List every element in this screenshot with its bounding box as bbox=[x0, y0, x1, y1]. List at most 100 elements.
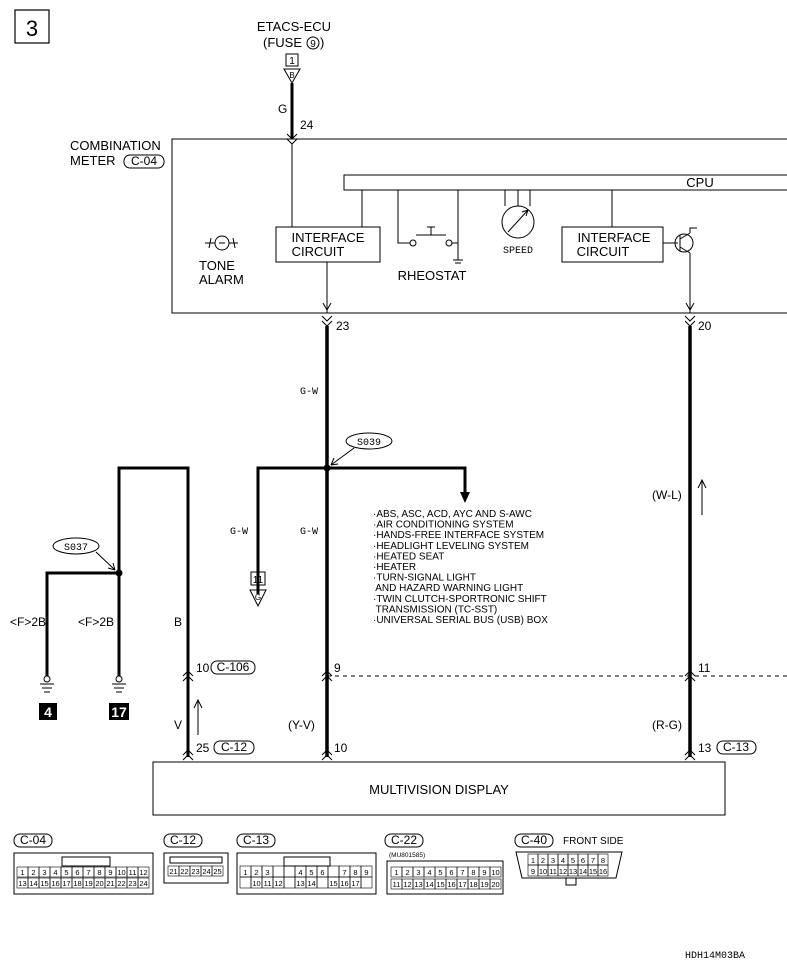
c13-latch bbox=[283, 856, 331, 867]
ground-point-17: 17 bbox=[111, 704, 127, 720]
ground-symbol-4 bbox=[40, 675, 54, 693]
interface-circuit-2-line1: INTERFACE bbox=[578, 230, 651, 245]
c22-bot-pin: 13 bbox=[414, 880, 422, 889]
connector-11-box bbox=[250, 571, 266, 586]
conn-c12: C-12 bbox=[221, 740, 247, 754]
systems-list-item: ·TWIN CLUTCH-SPORTRONIC SHIFT bbox=[373, 594, 547, 605]
meter-connector: C-04 bbox=[131, 154, 157, 168]
tone-alarm-label-2: ALARM bbox=[199, 272, 244, 287]
c13-top-pin: 8 bbox=[353, 868, 357, 877]
figure-code: HDH14M03BA bbox=[685, 951, 745, 962]
splice-s037-leader bbox=[95, 551, 116, 571]
rheostat-switch-icon bbox=[397, 190, 463, 264]
c04-bot-pin: 21 bbox=[106, 879, 114, 888]
rheostat-label: RHEOSTAT bbox=[398, 268, 467, 283]
c13-top-pin: 4 bbox=[298, 868, 302, 877]
systems-list-item: ·HEADLIGHT LEVELING SYSTEM bbox=[373, 541, 529, 552]
c04-top-pin: 7 bbox=[86, 868, 90, 877]
ground-symbol-17 bbox=[112, 675, 126, 693]
c40-bot-pin: 13 bbox=[569, 867, 577, 876]
systems-list-item: ·HEATED SEAT bbox=[373, 551, 444, 562]
c04-top-pin: 10 bbox=[117, 868, 125, 877]
interface-circuit-1-line2: CIRCUIT bbox=[292, 244, 345, 259]
fuse-prefix: (FUSE bbox=[263, 35, 302, 50]
c04-top-pin: 11 bbox=[129, 868, 137, 877]
meter-label-2: METER bbox=[70, 153, 116, 168]
conn-c106: C-106 bbox=[217, 660, 250, 674]
c04-bot-pin: 14 bbox=[29, 879, 37, 888]
c04-top-cell bbox=[137, 866, 150, 878]
c22-bot-pin: 20 bbox=[491, 880, 499, 889]
c22-top-pin: 5 bbox=[438, 868, 442, 877]
splice-s037-badge bbox=[52, 537, 100, 555]
c13-bot-pin: 12 bbox=[274, 879, 282, 888]
arrow-23 bbox=[322, 302, 332, 312]
multivision-display-box bbox=[152, 761, 726, 816]
systems-list-item: ·HANDS-FREE INTERFACE SYSTEM bbox=[373, 530, 544, 541]
speed-label: SPEED bbox=[503, 246, 533, 257]
wire-ground-left bbox=[45, 571, 119, 676]
c04-top-pin: 6 bbox=[75, 868, 79, 877]
c22-bot-pin: 14 bbox=[425, 880, 433, 889]
c04-top-pin: 3 bbox=[42, 868, 46, 877]
pin-10b: 10 bbox=[334, 741, 348, 755]
c40-bot-pin: 10 bbox=[539, 867, 547, 876]
interface-circuit-1-line1: INTERFACE bbox=[292, 230, 365, 245]
c40-bot-pin: 16 bbox=[599, 867, 607, 876]
c40-top-pin: 8 bbox=[601, 856, 605, 865]
view-c40: C-40 bbox=[521, 833, 547, 847]
pin-23-mark bbox=[321, 315, 333, 327]
pin-24: 24 bbox=[300, 118, 314, 132]
splice-s039-badge bbox=[345, 432, 393, 450]
ground-point-4: 4 bbox=[44, 704, 52, 720]
arrow-20 bbox=[685, 302, 695, 312]
c40-top-pin: 6 bbox=[581, 856, 585, 865]
splice-s039-leader bbox=[330, 447, 355, 466]
c22-top-pin: 6 bbox=[449, 868, 453, 877]
cpu-box bbox=[343, 174, 787, 191]
c13-top-cell bbox=[283, 865, 296, 878]
c22-bot-pin: 16 bbox=[447, 880, 455, 889]
view-c12: C-12 bbox=[170, 833, 196, 847]
connector-11-letter: G bbox=[255, 593, 261, 602]
c40-top-pin: 3 bbox=[551, 856, 555, 865]
c13-bot-pin: 15 bbox=[329, 879, 337, 888]
f2b-left: <F>2B bbox=[10, 615, 46, 629]
wire-gw-lower-label: G-W bbox=[300, 527, 318, 538]
c40-top-pin: 7 bbox=[591, 856, 595, 865]
c04-bot-pin: 17 bbox=[62, 879, 70, 888]
arrow-wl bbox=[697, 478, 707, 515]
splice-s039: S039 bbox=[357, 438, 381, 449]
pin-13-mark bbox=[684, 749, 696, 761]
c22-top-pin: 3 bbox=[416, 868, 420, 877]
arrow-to-systems bbox=[460, 492, 470, 503]
c04-bot-pin: 16 bbox=[51, 879, 59, 888]
c13-bot-pin: 16 bbox=[340, 879, 348, 888]
c40-top-pin: 4 bbox=[561, 856, 565, 865]
c04-housing bbox=[13, 852, 154, 895]
connector-11: 11 bbox=[253, 575, 264, 586]
wire-gw-main-label: G-W bbox=[300, 387, 318, 398]
c12-pin: 24 bbox=[202, 867, 210, 876]
c13-bot-pin: 13 bbox=[296, 879, 304, 888]
wire-b bbox=[117, 466, 190, 757]
c12-cell bbox=[211, 865, 224, 877]
c22-bot-pin: 15 bbox=[436, 880, 444, 889]
pin-11: 11 bbox=[698, 661, 711, 675]
c40-bot-pin: 12 bbox=[559, 867, 567, 876]
c13-top-pin: 1 bbox=[243, 868, 247, 877]
c04-bot-pin: 23 bbox=[128, 879, 136, 888]
view-c04-badge bbox=[13, 833, 53, 848]
view-c13: C-13 bbox=[243, 833, 269, 847]
wire-rg-label: (R-G) bbox=[652, 718, 682, 732]
arrow-v bbox=[193, 698, 203, 735]
c22-top-pin: 7 bbox=[460, 868, 464, 877]
connector-11-triangle bbox=[249, 589, 267, 608]
pin-25-mark bbox=[182, 749, 194, 761]
c40-bot-cell bbox=[597, 864, 609, 877]
pin-20-mark bbox=[684, 315, 696, 327]
source-pin-box bbox=[285, 53, 299, 67]
c13-top-pin: 6 bbox=[320, 868, 324, 877]
c22-top-pin: 8 bbox=[471, 868, 475, 877]
pin-13: 13 bbox=[698, 741, 712, 755]
